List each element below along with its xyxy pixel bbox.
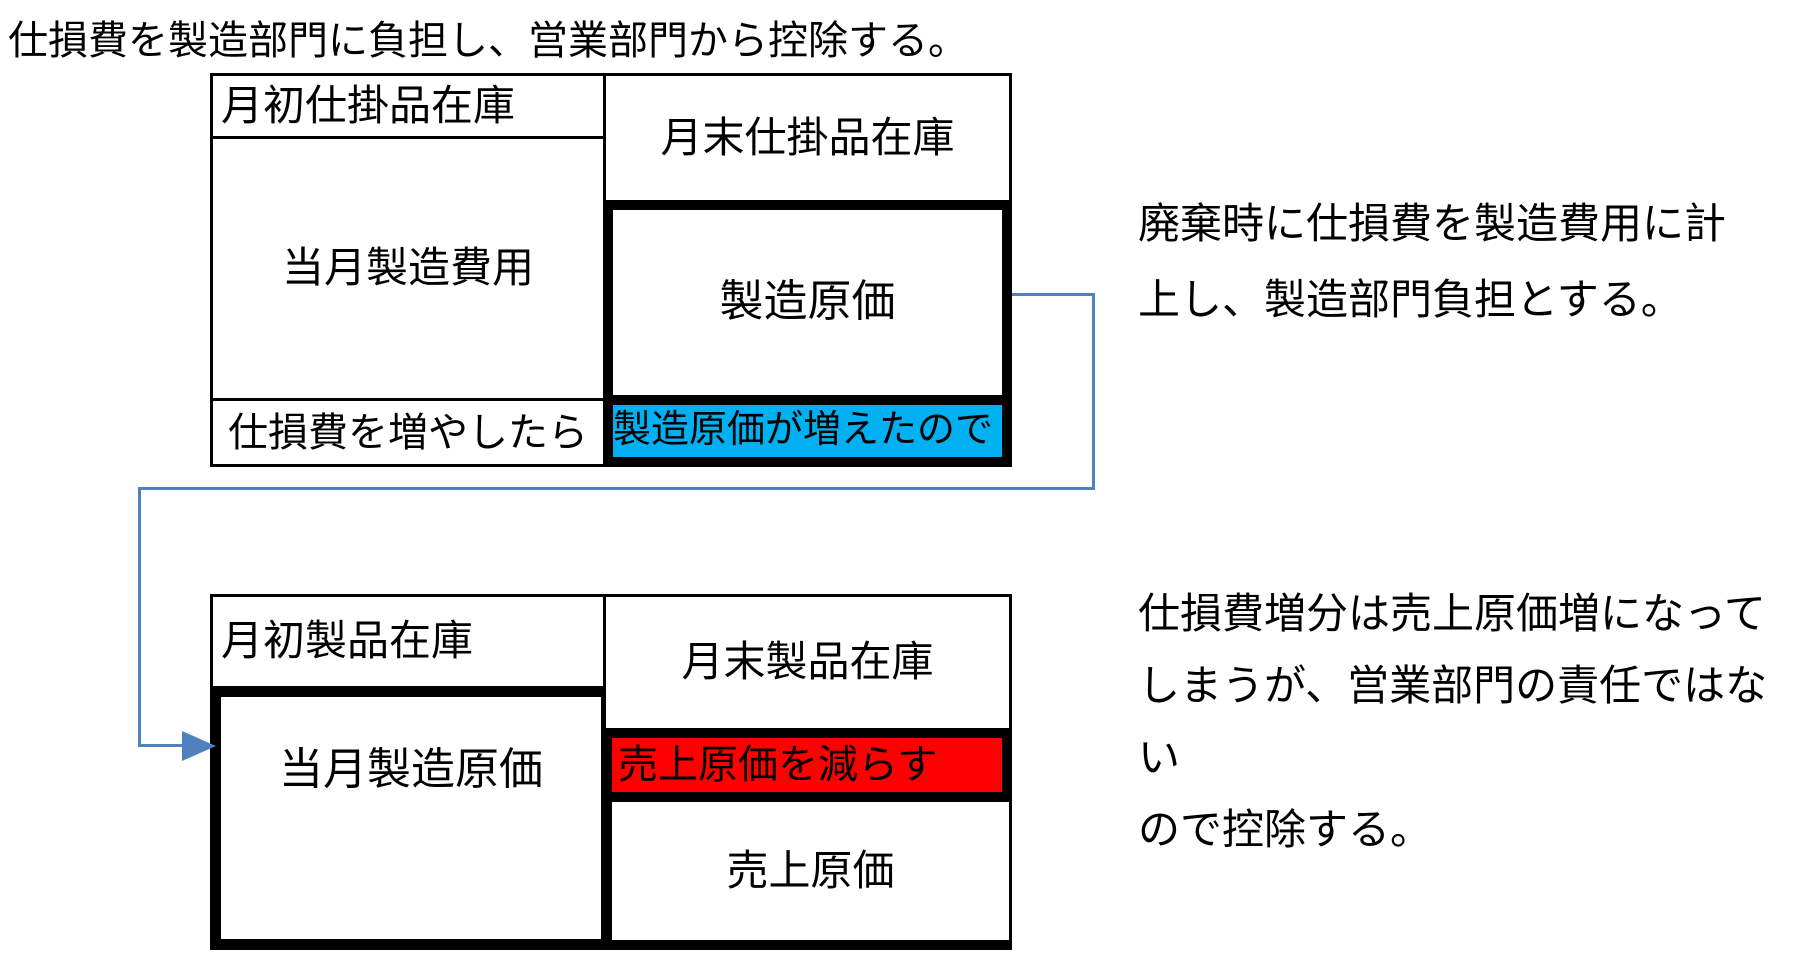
wip-beginning-inventory-cell: 月初仕掛品在庫 [210,73,603,139]
current-manufacturing-cost-box: 当月製造原価 [210,686,612,950]
connector-line-segment-5 [138,744,188,747]
page-title: 仕損費を製造部門に負担し、営業部門から控除する。 [8,19,968,63]
annotation-deduction: 仕損費増分は売上原価増になって しまうが、営業部門の責任ではない ので控除する。 [1138,590,1768,853]
product-box-diagram: 月初製品在庫 当月製造原価 月末製品在庫 売上原価を減らす 売上原価 [210,594,1012,950]
manufacturing-cost-box: 製造原価 [603,200,1012,405]
product-beginning-inventory-cell: 月初製品在庫 [210,594,603,686]
connector-line-segment-2 [1092,293,1095,490]
connector-line-segment-4 [138,487,141,747]
manufacturing-cost-increase-highlight: 製造原価が増えたので [603,405,1012,467]
wip-spoilage-increase-cell: 仕損費を増やしたら [210,398,603,467]
annotation-disposal: 廃棄時に仕損費を製造費用に計 上し、製造部門負担とする。 [1138,200,1727,323]
cogs-cell: 売上原価 [612,802,1012,950]
connector-line-segment-1 [1012,293,1095,296]
connector-line-segment-3 [138,487,1095,490]
reduce-cogs-highlight: 売上原価を減らす [612,728,1012,802]
wip-box-diagram: 月初仕掛品在庫 当月製造費用 仕損費を増やしたら 月末仕掛品在庫 製造原価 製造… [210,73,1012,467]
product-ending-inventory-cell: 月末製品在庫 [603,594,1012,728]
wip-current-cost-cell: 当月製造費用 [210,139,603,398]
wip-ending-inventory-cell: 月末仕掛品在庫 [603,73,1012,200]
connector-arrowhead-icon [182,731,216,761]
